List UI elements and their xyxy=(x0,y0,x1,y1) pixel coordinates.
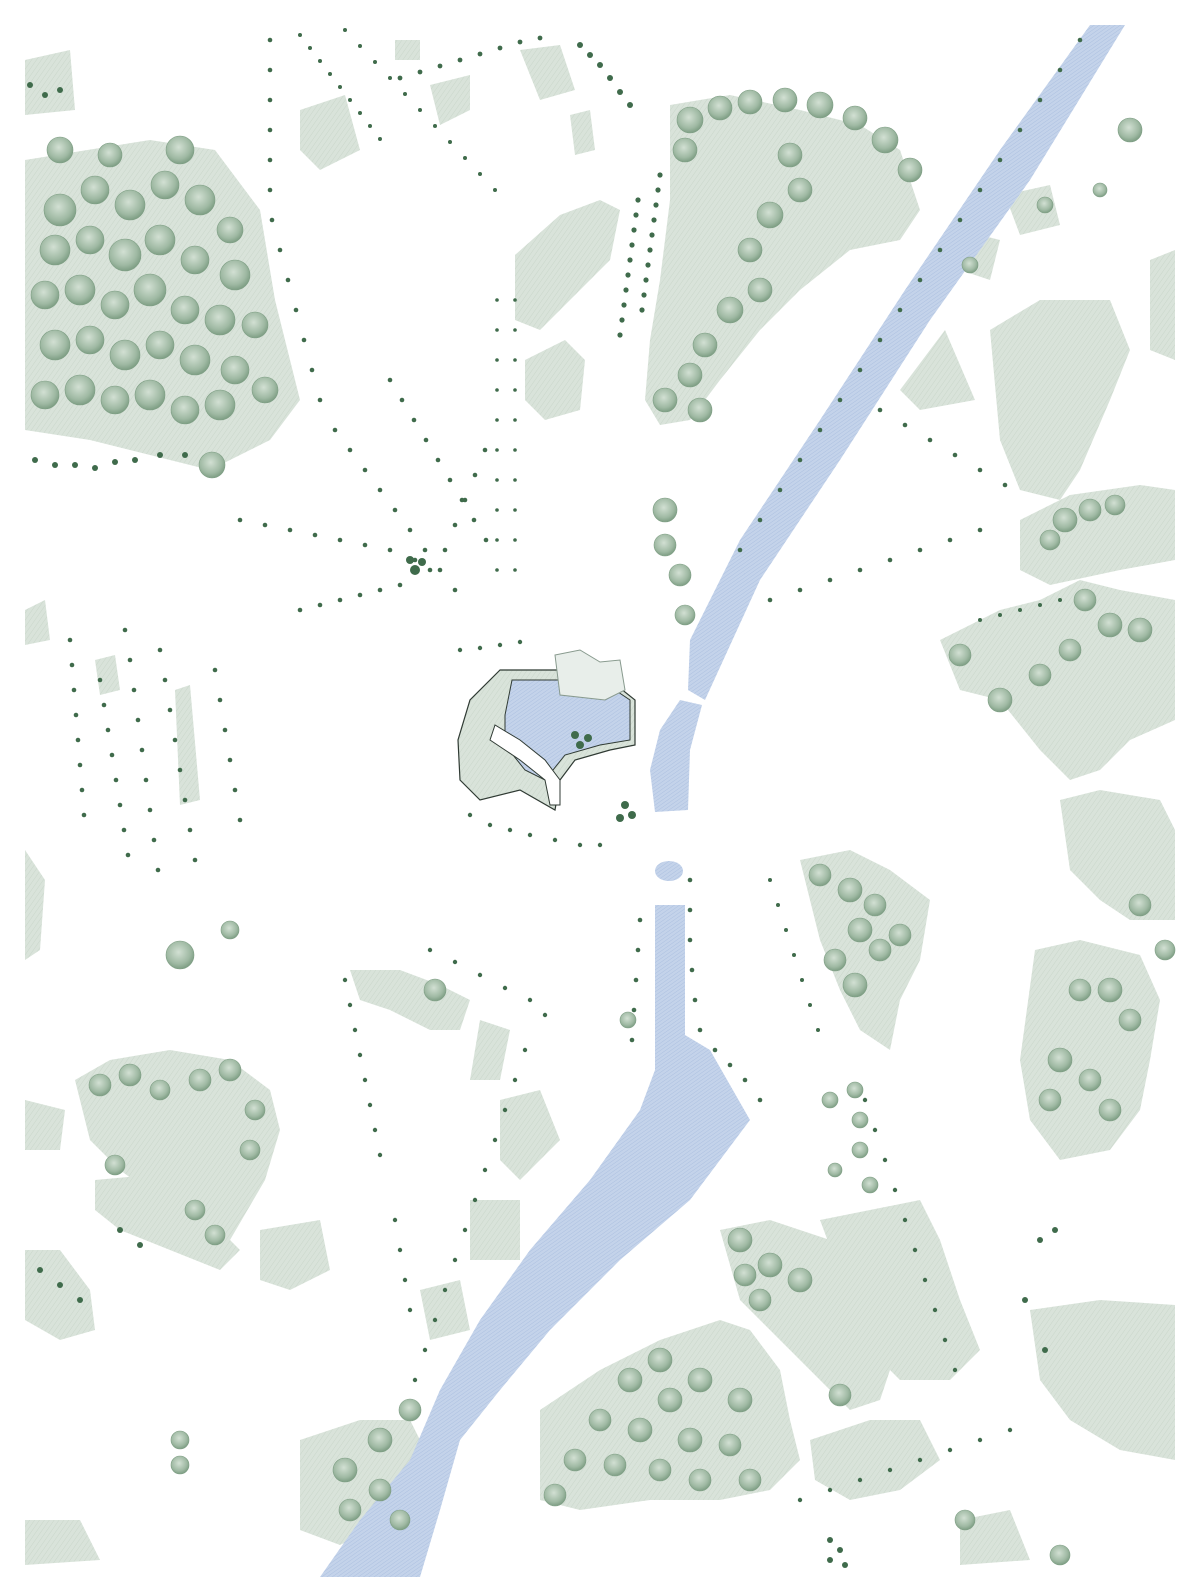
block xyxy=(95,1175,240,1270)
block xyxy=(430,75,470,125)
block xyxy=(515,200,620,330)
island-path xyxy=(489,724,561,806)
block xyxy=(525,340,585,420)
canal-lock xyxy=(655,861,683,881)
canal-north-reach xyxy=(688,25,1125,700)
block xyxy=(820,1200,980,1380)
block xyxy=(570,110,595,155)
block xyxy=(260,1220,330,1290)
block xyxy=(395,40,420,60)
block xyxy=(1060,790,1175,920)
block xyxy=(800,850,930,1050)
block xyxy=(810,1420,940,1500)
block xyxy=(25,1100,65,1150)
block xyxy=(940,580,1175,780)
block xyxy=(960,1510,1030,1565)
block xyxy=(1150,250,1175,360)
block xyxy=(350,970,470,1030)
island-building xyxy=(554,649,626,701)
block xyxy=(470,1020,510,1080)
block xyxy=(25,1250,95,1340)
block xyxy=(1030,1300,1175,1460)
block xyxy=(175,685,200,805)
block xyxy=(520,45,575,100)
block xyxy=(1020,940,1160,1160)
tree-canopies xyxy=(30,87,1176,1566)
block xyxy=(990,300,1130,500)
block xyxy=(25,50,75,115)
block xyxy=(25,850,45,960)
park-southwest xyxy=(75,1050,280,1240)
block xyxy=(470,1200,520,1260)
block xyxy=(300,95,360,170)
block xyxy=(500,1090,560,1180)
street-trees xyxy=(27,28,1083,1568)
canal-central-basin xyxy=(650,700,702,812)
block xyxy=(900,330,975,410)
block xyxy=(25,1520,100,1565)
block xyxy=(300,1420,430,1545)
canal xyxy=(320,25,1125,1577)
central-island xyxy=(457,649,636,811)
block xyxy=(25,600,50,645)
block xyxy=(420,1280,470,1340)
block xyxy=(95,655,120,695)
